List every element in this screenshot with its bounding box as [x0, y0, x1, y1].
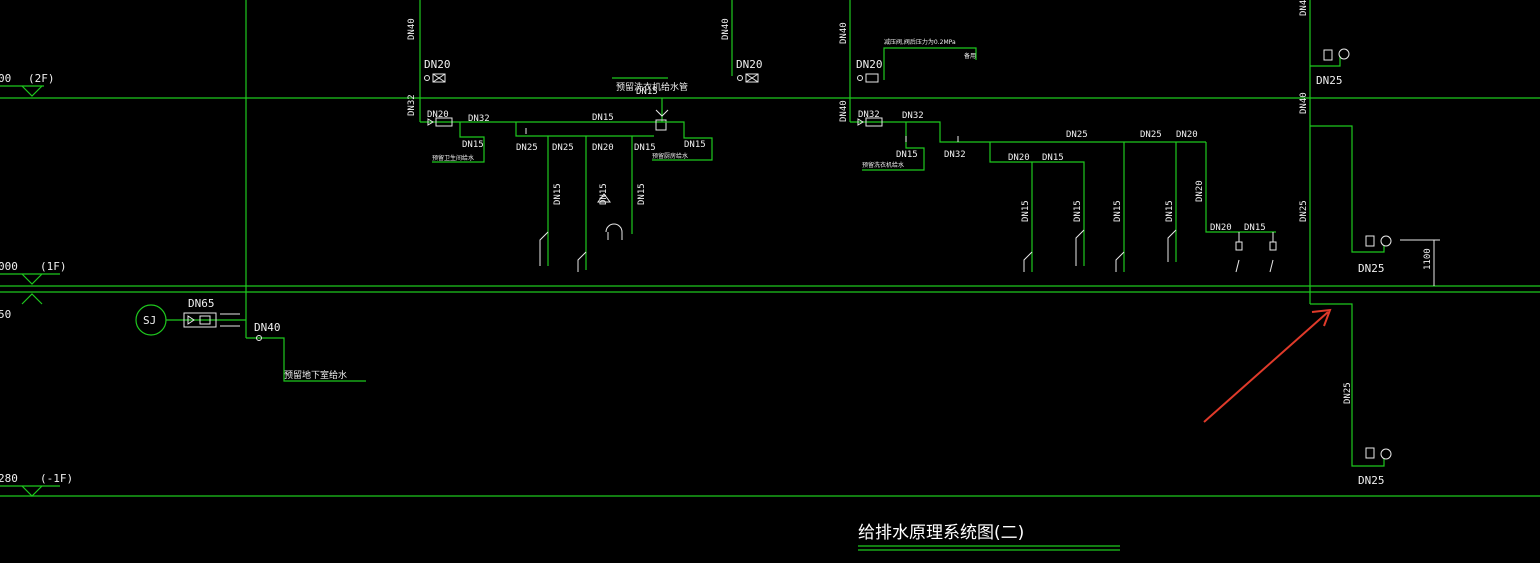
- riser-group-3: DN40 DN25 DN40 DN25 DN25 1100 DN25 DN25: [1299, 0, 1440, 487]
- basement-note: 预留地下室给水: [284, 369, 347, 381]
- level-marker-2f: 00 (2F): [0, 72, 55, 97]
- svg-text:给排水原理系统图(二): 给排水原理系统图(二): [858, 523, 1024, 543]
- svg-text:1100: 1100: [1423, 248, 1433, 270]
- svg-text:DN40: DN40: [1299, 0, 1309, 16]
- svg-text:DN20: DN20: [1176, 130, 1198, 140]
- annotation-arrow: [1203, 308, 1332, 423]
- svg-text:DN20: DN20: [592, 143, 614, 153]
- svg-text:DN40: DN40: [839, 100, 849, 122]
- svg-text:000: 000: [0, 260, 18, 273]
- svg-text:DN25: DN25: [1358, 262, 1385, 275]
- svg-text:DN25: DN25: [1299, 200, 1309, 222]
- level-marker-b1: 280 (-1F): [0, 472, 73, 497]
- svg-text:(2F): (2F): [28, 72, 55, 85]
- riser-group-2: DN40 DN40 DN20 减压阀,阀后压力为0.2MPa 备用 DN32 D…: [839, 0, 1277, 273]
- svg-text:DN20: DN20: [736, 58, 763, 71]
- svg-text:DN25: DN25: [552, 143, 574, 153]
- drawing-title: 给排水原理系统图(二): [858, 523, 1120, 551]
- svg-text:预留卫生间给水: 预留卫生间给水: [432, 154, 474, 162]
- svg-text:DN15: DN15: [1113, 200, 1123, 222]
- svg-text:减压阀,阀后压力为0.2MPa: 减压阀,阀后压力为0.2MPa: [884, 38, 956, 46]
- svg-text:DN15: DN15: [1021, 200, 1031, 222]
- svg-text:DN20: DN20: [424, 58, 451, 71]
- svg-text:DN15: DN15: [462, 140, 484, 150]
- svg-text:DN15: DN15: [636, 87, 658, 97]
- svg-text:预留洗衣机给水管: 预留洗衣机给水管: [616, 81, 688, 93]
- svg-text:DN65: DN65: [188, 297, 215, 310]
- svg-text:DN32: DN32: [468, 114, 490, 124]
- svg-text:(1F): (1F): [40, 260, 67, 273]
- svg-text:DN15: DN15: [896, 150, 918, 160]
- svg-text:DN15: DN15: [1042, 153, 1064, 163]
- svg-text:DN40: DN40: [254, 321, 281, 334]
- svg-text:DN15: DN15: [592, 113, 614, 123]
- svg-text:DN15: DN15: [1165, 200, 1175, 222]
- svg-text:预留厨房给水: 预留厨房给水: [652, 152, 688, 160]
- svg-text:DN25: DN25: [1066, 130, 1088, 140]
- svg-text:SJ: SJ: [143, 314, 156, 327]
- svg-text:DN25: DN25: [1316, 74, 1343, 87]
- water-meter-sj: SJ DN65: [135, 297, 246, 336]
- svg-text:DN15: DN15: [634, 143, 656, 153]
- basement-branch: [246, 337, 366, 382]
- svg-text:DN15: DN15: [553, 183, 563, 205]
- svg-text:DN25: DN25: [1343, 382, 1353, 404]
- riser-group-1: DN40 DN20 DN32 DN20 DN32 DN15 预留卫生间给水 DN…: [407, 0, 763, 272]
- svg-text:50: 50: [0, 308, 11, 321]
- svg-text:预留洗衣机给水: 预留洗衣机给水: [862, 161, 904, 169]
- svg-text:DN25: DN25: [516, 143, 538, 153]
- svg-text:DN15: DN15: [1244, 223, 1266, 233]
- svg-text:DN40: DN40: [1299, 92, 1309, 114]
- svg-text:DN20: DN20: [1195, 180, 1205, 202]
- svg-text:DN20: DN20: [1210, 223, 1232, 233]
- svg-text:备用: 备用: [964, 52, 976, 60]
- svg-text:DN20: DN20: [856, 58, 883, 71]
- svg-text:DN15: DN15: [637, 183, 647, 205]
- svg-text:DN40: DN40: [839, 22, 849, 44]
- svg-text:DN40: DN40: [407, 18, 417, 40]
- svg-text:00: 00: [0, 72, 11, 85]
- svg-text:DN32: DN32: [902, 111, 924, 121]
- svg-text:DN20: DN20: [1008, 153, 1030, 163]
- svg-text:DN20: DN20: [427, 110, 449, 120]
- svg-text:DN32: DN32: [407, 94, 417, 116]
- svg-text:DN25: DN25: [1358, 474, 1385, 487]
- svg-text:DN15: DN15: [1073, 200, 1083, 222]
- svg-text:(-1F): (-1F): [40, 472, 73, 485]
- svg-text:280: 280: [0, 472, 18, 485]
- level-marker-1f: 000 (1F) 50: [0, 260, 67, 321]
- svg-text:DN15: DN15: [684, 140, 706, 150]
- svg-text:DN32: DN32: [858, 110, 880, 120]
- svg-text:DN40: DN40: [721, 18, 731, 40]
- svg-text:DN25: DN25: [1140, 130, 1162, 140]
- svg-text:DN32: DN32: [944, 150, 966, 160]
